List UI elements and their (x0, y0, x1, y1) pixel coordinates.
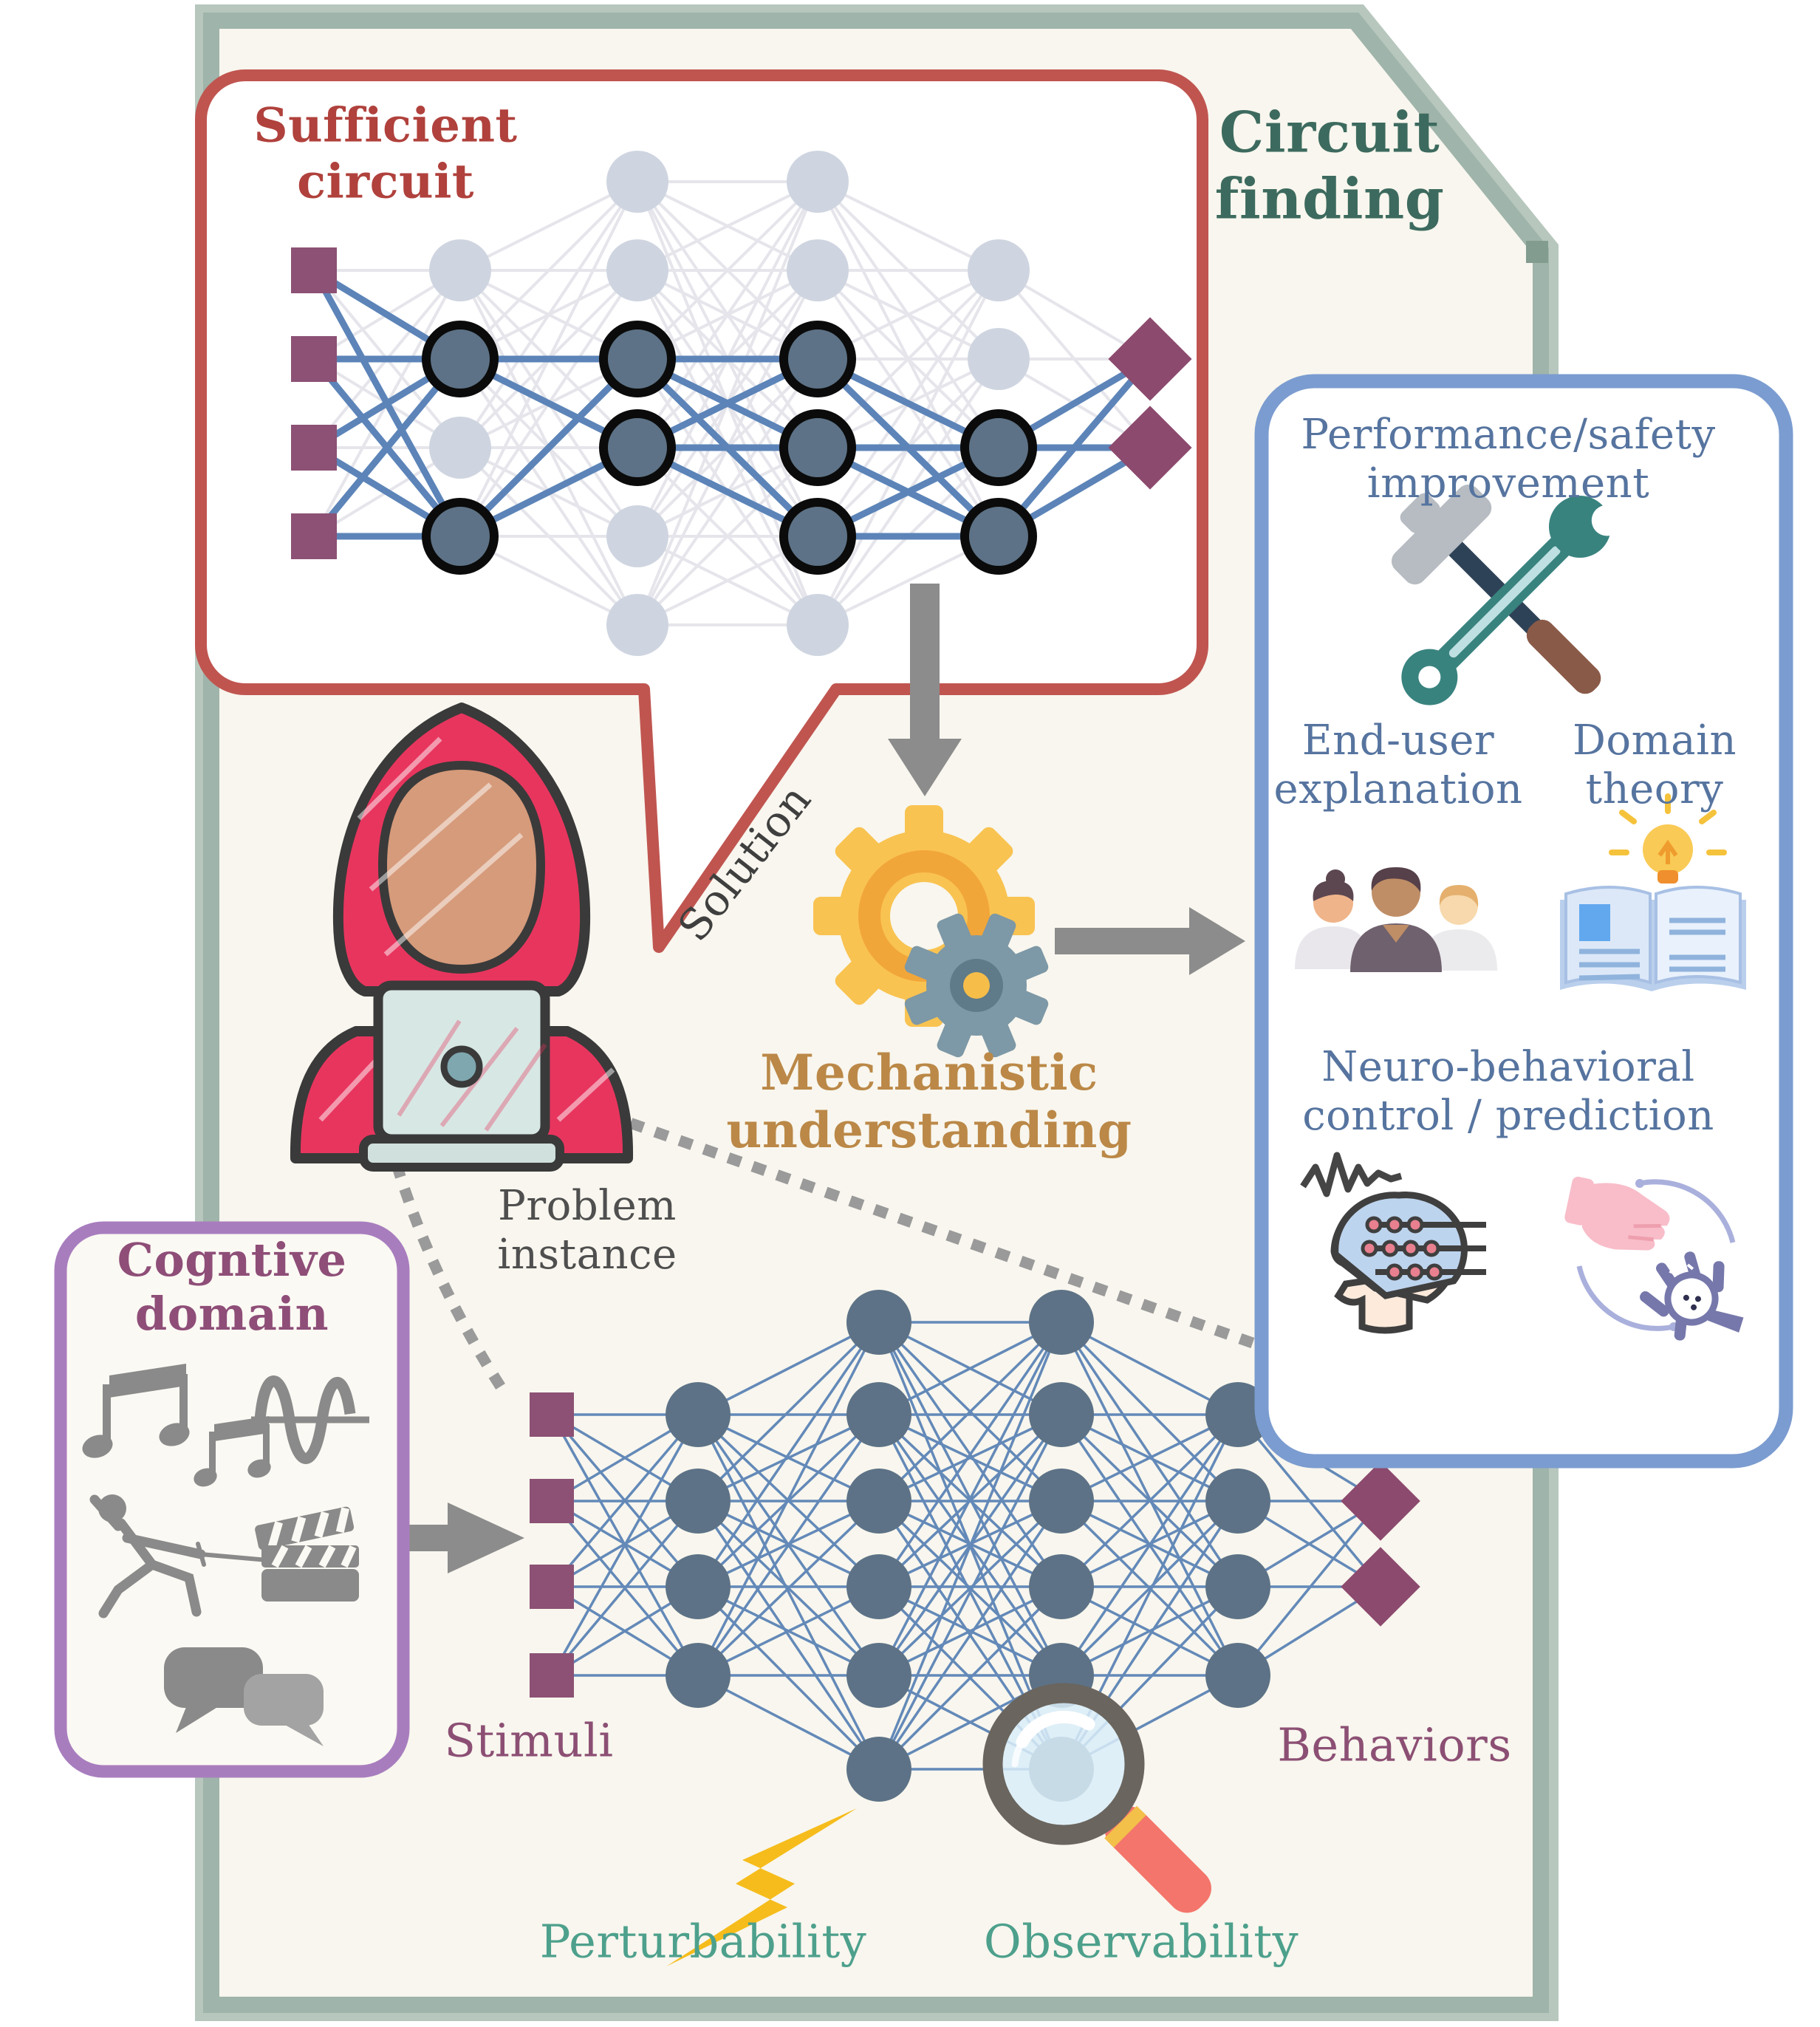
people-group-icon (1295, 867, 1497, 972)
clapperboard-icon (255, 1506, 359, 1602)
sufficient-circuit-title: Sufficient circuit (253, 98, 518, 209)
observability-label: Observability (983, 1914, 1299, 1969)
lightbulb-icon (1609, 793, 1727, 883)
dotted-links (372, 1088, 1331, 1409)
end-user-explanation-label: End-user explanation (1273, 716, 1523, 813)
human-robot-hands-icon (1564, 1176, 1744, 1341)
open-book-lightbulb-icon (1560, 793, 1746, 991)
mechanistic-understanding-label: Mechanistic understanding (726, 1044, 1132, 1159)
performance-safety-label: Performance/safety improvement (1301, 410, 1716, 507)
circuit-finding-title: Circuit finding (1214, 99, 1445, 231)
sufficient-circuit-network (291, 151, 1192, 656)
fold-corner-icon (1526, 241, 1548, 263)
cognitive-domain-box (54, 1221, 410, 1778)
outcomes-box (1254, 374, 1793, 1469)
eeg-head-icon (1300, 1152, 1486, 1334)
stimuli-label: Stimuli (444, 1713, 614, 1768)
magnifier-icon (982, 1683, 1211, 1913)
down-arrow (888, 584, 962, 796)
behaviors-label: Behaviors (1277, 1717, 1512, 1772)
lightning-icon (666, 1808, 857, 1966)
problem-instance-label: Problem instance (497, 1181, 677, 1279)
cognitive-domain-title: Cogntive domain (117, 1232, 347, 1341)
robot-hand (1640, 1251, 1744, 1341)
domain-theory-label: Domain theory (1572, 716, 1737, 813)
human-hand (1564, 1176, 1670, 1251)
fencer-icon (89, 1494, 270, 1618)
hacker-icon (290, 703, 634, 1172)
right-arrow (1055, 907, 1245, 975)
dotted-line-right (555, 1092, 1331, 1375)
gears-icon (813, 805, 1049, 1058)
neuro-behavioral-label: Neuro-behavioral control / prediction (1302, 1042, 1714, 1140)
hammer-wrench-icon (1391, 484, 1623, 705)
dotted-line-left (372, 1088, 518, 1409)
speech-bubbles-icon (164, 1647, 324, 1746)
music-notes-icon (82, 1364, 271, 1487)
stimuli-arrow (347, 1503, 524, 1573)
waveform-icon (251, 1375, 369, 1464)
perturbability-label: Perturbability (539, 1914, 867, 1969)
